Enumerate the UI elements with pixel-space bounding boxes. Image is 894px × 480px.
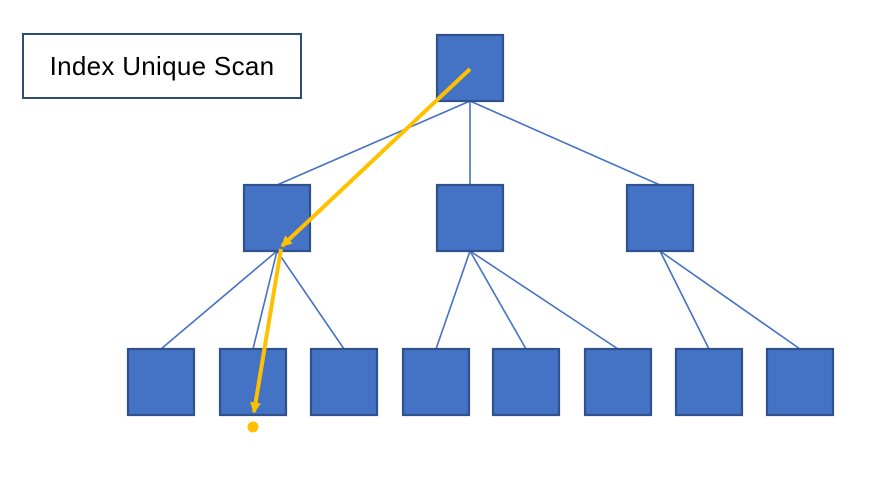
connector-lines <box>160 100 801 350</box>
tree-edge-root-branch-1 <box>276 100 471 186</box>
scan-path <box>247 67 472 433</box>
tree-node-branch-1 <box>242 183 312 253</box>
tree-node-branch-3 <box>625 183 695 253</box>
tree-nodes <box>126 33 835 417</box>
scan-arrow-segment-2 <box>250 248 283 414</box>
tree-node-leaf-4 <box>401 347 471 417</box>
tree-node-leaf-6 <box>583 347 653 417</box>
tree-node-leaf-3 <box>309 347 379 417</box>
tree-node-leaf-5 <box>491 347 561 417</box>
tree-node-leaf-7 <box>674 347 744 417</box>
tree-node-leaf-2 <box>218 347 288 417</box>
tree-node-leaf-1 <box>126 347 196 417</box>
tree-edge-branch-3-leaf-8 <box>659 250 801 350</box>
scan-end-dot <box>247 421 259 433</box>
tree-edge-branch-1-leaf-2 <box>252 250 278 350</box>
title-box: Index Unique Scan <box>22 33 302 99</box>
tree-edge-branch-3-leaf-7 <box>659 250 710 350</box>
tree-edge-branch-1-leaf-1 <box>160 250 278 350</box>
title-text: Index Unique Scan <box>49 50 275 81</box>
tree-node-branch-2 <box>435 183 505 253</box>
tree-node-leaf-8 <box>765 347 835 417</box>
tree-edge-root-branch-3 <box>469 100 661 186</box>
tree-edge-branch-2-leaf-4 <box>435 250 471 350</box>
tree-edge-branch-2-leaf-5 <box>469 250 527 350</box>
tree-edge-branch-1-leaf-3 <box>276 250 345 350</box>
tree-edge-branch-2-leaf-6 <box>469 250 619 350</box>
scan-arrow-segment-1 <box>280 67 472 248</box>
